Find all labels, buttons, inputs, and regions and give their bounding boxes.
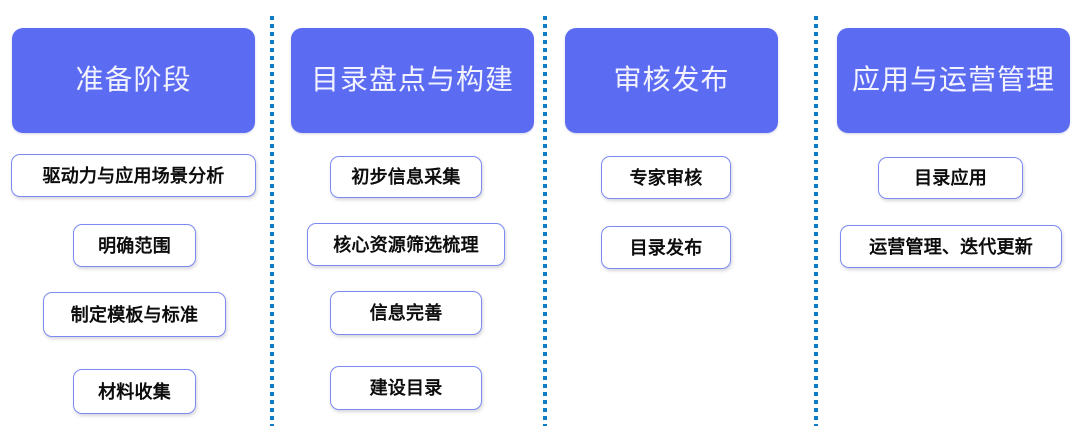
step-box[interactable]: 材料收集 [73, 369, 196, 414]
phase-header-application-operations[interactable]: 应用与运营管理 [837, 28, 1070, 133]
step-label: 明确范围 [98, 235, 171, 256]
step-label: 初步信息采集 [351, 167, 461, 187]
phase-header-catalog-inventory-build[interactable]: 目录盘点与构建 [291, 28, 534, 133]
step-label: 核心资源筛选梳理 [333, 234, 479, 255]
step-label: 专家审核 [629, 167, 703, 188]
separator-1 [270, 16, 274, 426]
separator-3 [814, 16, 818, 426]
step-label: 驱动力与应用场景分析 [42, 165, 225, 186]
step-box[interactable]: 制定模板与标准 [43, 292, 226, 337]
phase-header-review-publish[interactable]: 审核发布 [565, 28, 778, 133]
phase-column-review-publish: 审核发布 专家审核 目录发布 [545, 0, 816, 441]
step-box[interactable]: 核心资源筛选梳理 [307, 223, 505, 266]
step-label: 信息完善 [369, 303, 443, 323]
step-label: 目录发布 [629, 237, 703, 258]
phase-column-application-operations: 应用与运营管理 目录应用 运营管理、迭代更新 [816, 0, 1080, 441]
step-box[interactable]: 明确范围 [73, 224, 196, 267]
step-box[interactable]: 运营管理、迭代更新 [840, 225, 1062, 268]
step-label: 运营管理、迭代更新 [869, 236, 1033, 257]
step-box[interactable]: 驱动力与应用场景分析 [11, 154, 256, 197]
phase-header-label: 目录盘点与构建 [310, 64, 514, 96]
separator-2 [543, 16, 547, 426]
step-box[interactable]: 建设目录 [330, 366, 482, 410]
step-label: 建设目录 [369, 378, 443, 398]
phase-column-catalog-inventory-build: 目录盘点与构建 初步信息采集 核心资源筛选梳理 信息完善 建设目录 [272, 0, 545, 441]
phase-header-label: 准备阶段 [75, 64, 192, 96]
step-box[interactable]: 专家审核 [601, 156, 731, 199]
step-label: 目录应用 [914, 168, 987, 188]
step-label: 制定模板与标准 [70, 304, 199, 325]
step-box[interactable]: 信息完善 [330, 291, 482, 335]
phase-column-preparation: 准备阶段 驱动力与应用场景分析 明确范围 制定模板与标准 材料收集 [0, 0, 272, 441]
phase-header-label: 应用与运营管理 [851, 64, 1055, 96]
phase-header-preparation[interactable]: 准备阶段 [12, 28, 255, 133]
step-box[interactable]: 目录发布 [601, 226, 731, 269]
step-box[interactable]: 初步信息采集 [330, 156, 482, 198]
step-box[interactable]: 目录应用 [878, 157, 1023, 199]
phase-header-label: 审核发布 [613, 64, 730, 96]
step-label: 材料收集 [98, 381, 171, 402]
